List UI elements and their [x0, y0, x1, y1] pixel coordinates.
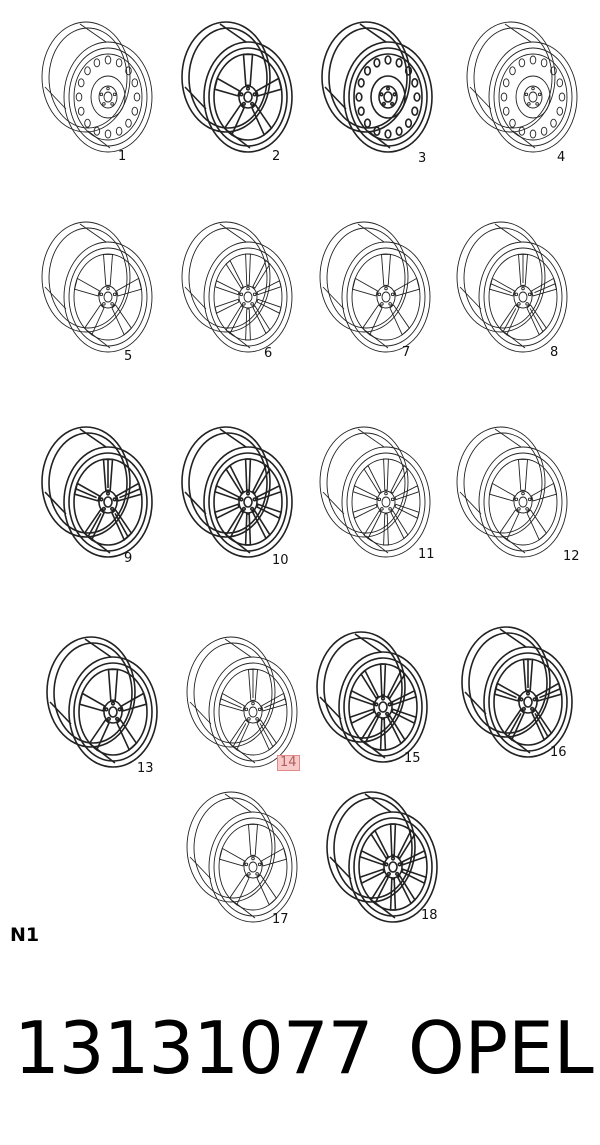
- callout-13: 13: [137, 761, 154, 776]
- wheel-14: [186, 636, 298, 768]
- callout-1: 1: [118, 149, 127, 164]
- wheel-3: [321, 21, 433, 153]
- part-number: 13131077: [14, 1006, 373, 1090]
- callout-18: 18: [421, 908, 438, 923]
- callout-11: 11: [418, 547, 435, 562]
- wheel-9: [41, 426, 153, 558]
- callout-14[interactable]: 14: [277, 755, 300, 771]
- wheel-8: [456, 221, 568, 353]
- wheel-16: [461, 626, 573, 758]
- callout-17: 17: [272, 912, 289, 927]
- callout-2: 2: [272, 149, 281, 164]
- wheel-diagram: [41, 21, 578, 923]
- wheel-12: [456, 426, 568, 558]
- callout-5: 5: [124, 349, 133, 364]
- wheel-15: [316, 631, 428, 763]
- callout-8: 8: [550, 345, 559, 360]
- callout-3: 3: [418, 151, 427, 166]
- callout-12: 12: [563, 549, 580, 564]
- wheel-6: [181, 221, 293, 353]
- callout-7: 7: [402, 345, 411, 360]
- callout-6: 6: [264, 346, 273, 361]
- wheel-11: [319, 426, 431, 558]
- callout-15: 15: [404, 751, 421, 766]
- wheel-5: [41, 221, 153, 353]
- wheel-1: [41, 21, 153, 153]
- wheel-17: [186, 791, 298, 923]
- wheel-18: [326, 791, 438, 923]
- wheel-13: [46, 636, 158, 768]
- callout-16: 16: [550, 745, 567, 760]
- wheel-4: [466, 21, 578, 153]
- wheel-2: [181, 21, 293, 153]
- callout-4: 4: [557, 150, 566, 165]
- callout-9: 9: [124, 551, 133, 566]
- wheel-7: [319, 221, 431, 353]
- group-code: N1: [10, 924, 40, 946]
- brand-name: OPEL: [408, 1006, 594, 1090]
- callout-10: 10: [272, 553, 289, 568]
- wheel-10: [181, 426, 293, 558]
